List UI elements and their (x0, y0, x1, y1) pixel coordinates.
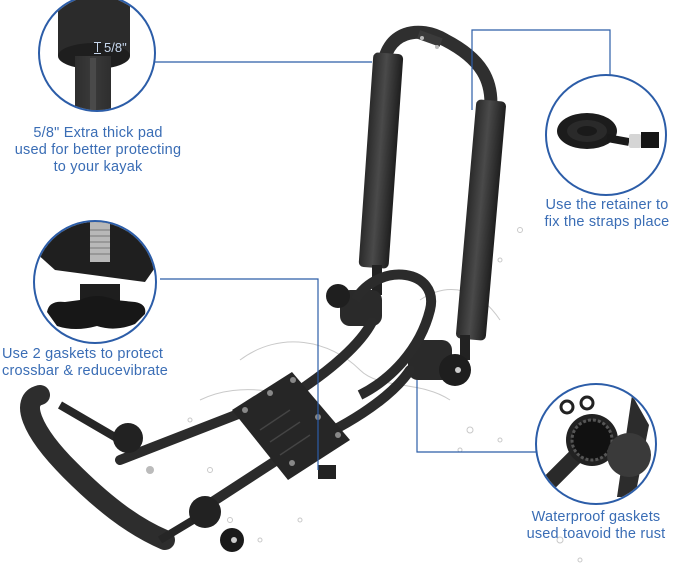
mount-plate (232, 372, 350, 480)
knob-bolt-image (35, 222, 155, 329)
callout-text-gaskets: Use 2 gaskets to protect crossbar & redu… (2, 346, 168, 379)
dimension-marker-icon (94, 42, 101, 54)
callout-text-retainer: Use the retainer to fix the straps place (544, 197, 670, 230)
callout-circle-pad: 5/8" (38, 0, 156, 112)
gasket-closeup-image (537, 395, 651, 501)
connector-waterproof (416, 380, 548, 453)
connector-retainer (471, 29, 611, 110)
callout-text-pad: 5/8" Extra thick pad used for better pro… (14, 125, 182, 175)
callout-circle-retainer (545, 74, 667, 196)
strap-image (557, 113, 659, 149)
hinge-right (408, 340, 471, 386)
dimension-label: 5/8" (104, 40, 127, 55)
callout-circle-gaskets (33, 220, 157, 344)
connector-gaskets-crossbar (160, 278, 319, 470)
callout-circle-waterproof (535, 383, 657, 505)
hinge-left (326, 284, 382, 326)
pad-closeup-image (58, 0, 130, 110)
callout-text-waterproof: Waterproof gaskets used toavoid the rust (526, 509, 666, 542)
